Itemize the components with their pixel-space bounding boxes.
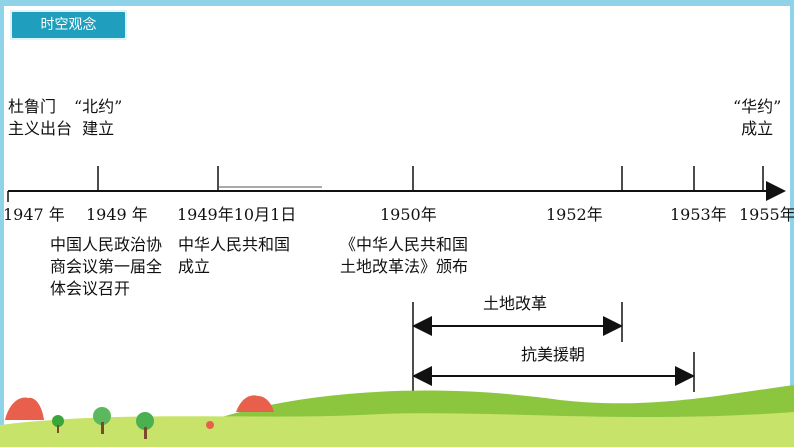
year-1949-oct: 1949年10月1日 (177, 205, 297, 224)
tree-icon (93, 407, 111, 425)
span-resist-us-aid-korea: 抗美援朝 (521, 345, 586, 364)
year-1947: 1947 年 (3, 205, 65, 224)
year-1953: 1953年 (670, 205, 727, 224)
event-warsaw-pact: “华约” 成立 (733, 97, 782, 138)
tree-icon (206, 421, 214, 429)
year-1949: 1949 年 (86, 205, 148, 224)
section-badge: 时空观念 (10, 10, 127, 40)
red-hill-icon (5, 397, 44, 420)
year-1950: 1950年 (380, 205, 437, 224)
year-1952: 1952年 (546, 205, 603, 224)
event-truman-doctrine: 杜鲁门 主义出台 (8, 97, 73, 138)
year-1955: 1955年 (739, 205, 794, 224)
event-cppcc: 中国人民政治协 商会议第一届全 体会议召开 (50, 235, 163, 298)
event-land-reform-law: 《中华人民共和国 土地改革法》颁布 (340, 235, 469, 276)
hill-front (0, 412, 794, 447)
event-nato-founded: “北约” 建立 (74, 97, 123, 138)
event-prc-founded: 中华人民共和国 成立 (178, 235, 291, 276)
top-border (0, 0, 794, 6)
left-border (0, 0, 4, 447)
span-land-reform: 土地改革 (483, 294, 548, 313)
tree-icon (136, 412, 154, 430)
right-border (790, 0, 794, 447)
tree-icon (52, 415, 64, 427)
red-hill-icon (236, 395, 274, 412)
